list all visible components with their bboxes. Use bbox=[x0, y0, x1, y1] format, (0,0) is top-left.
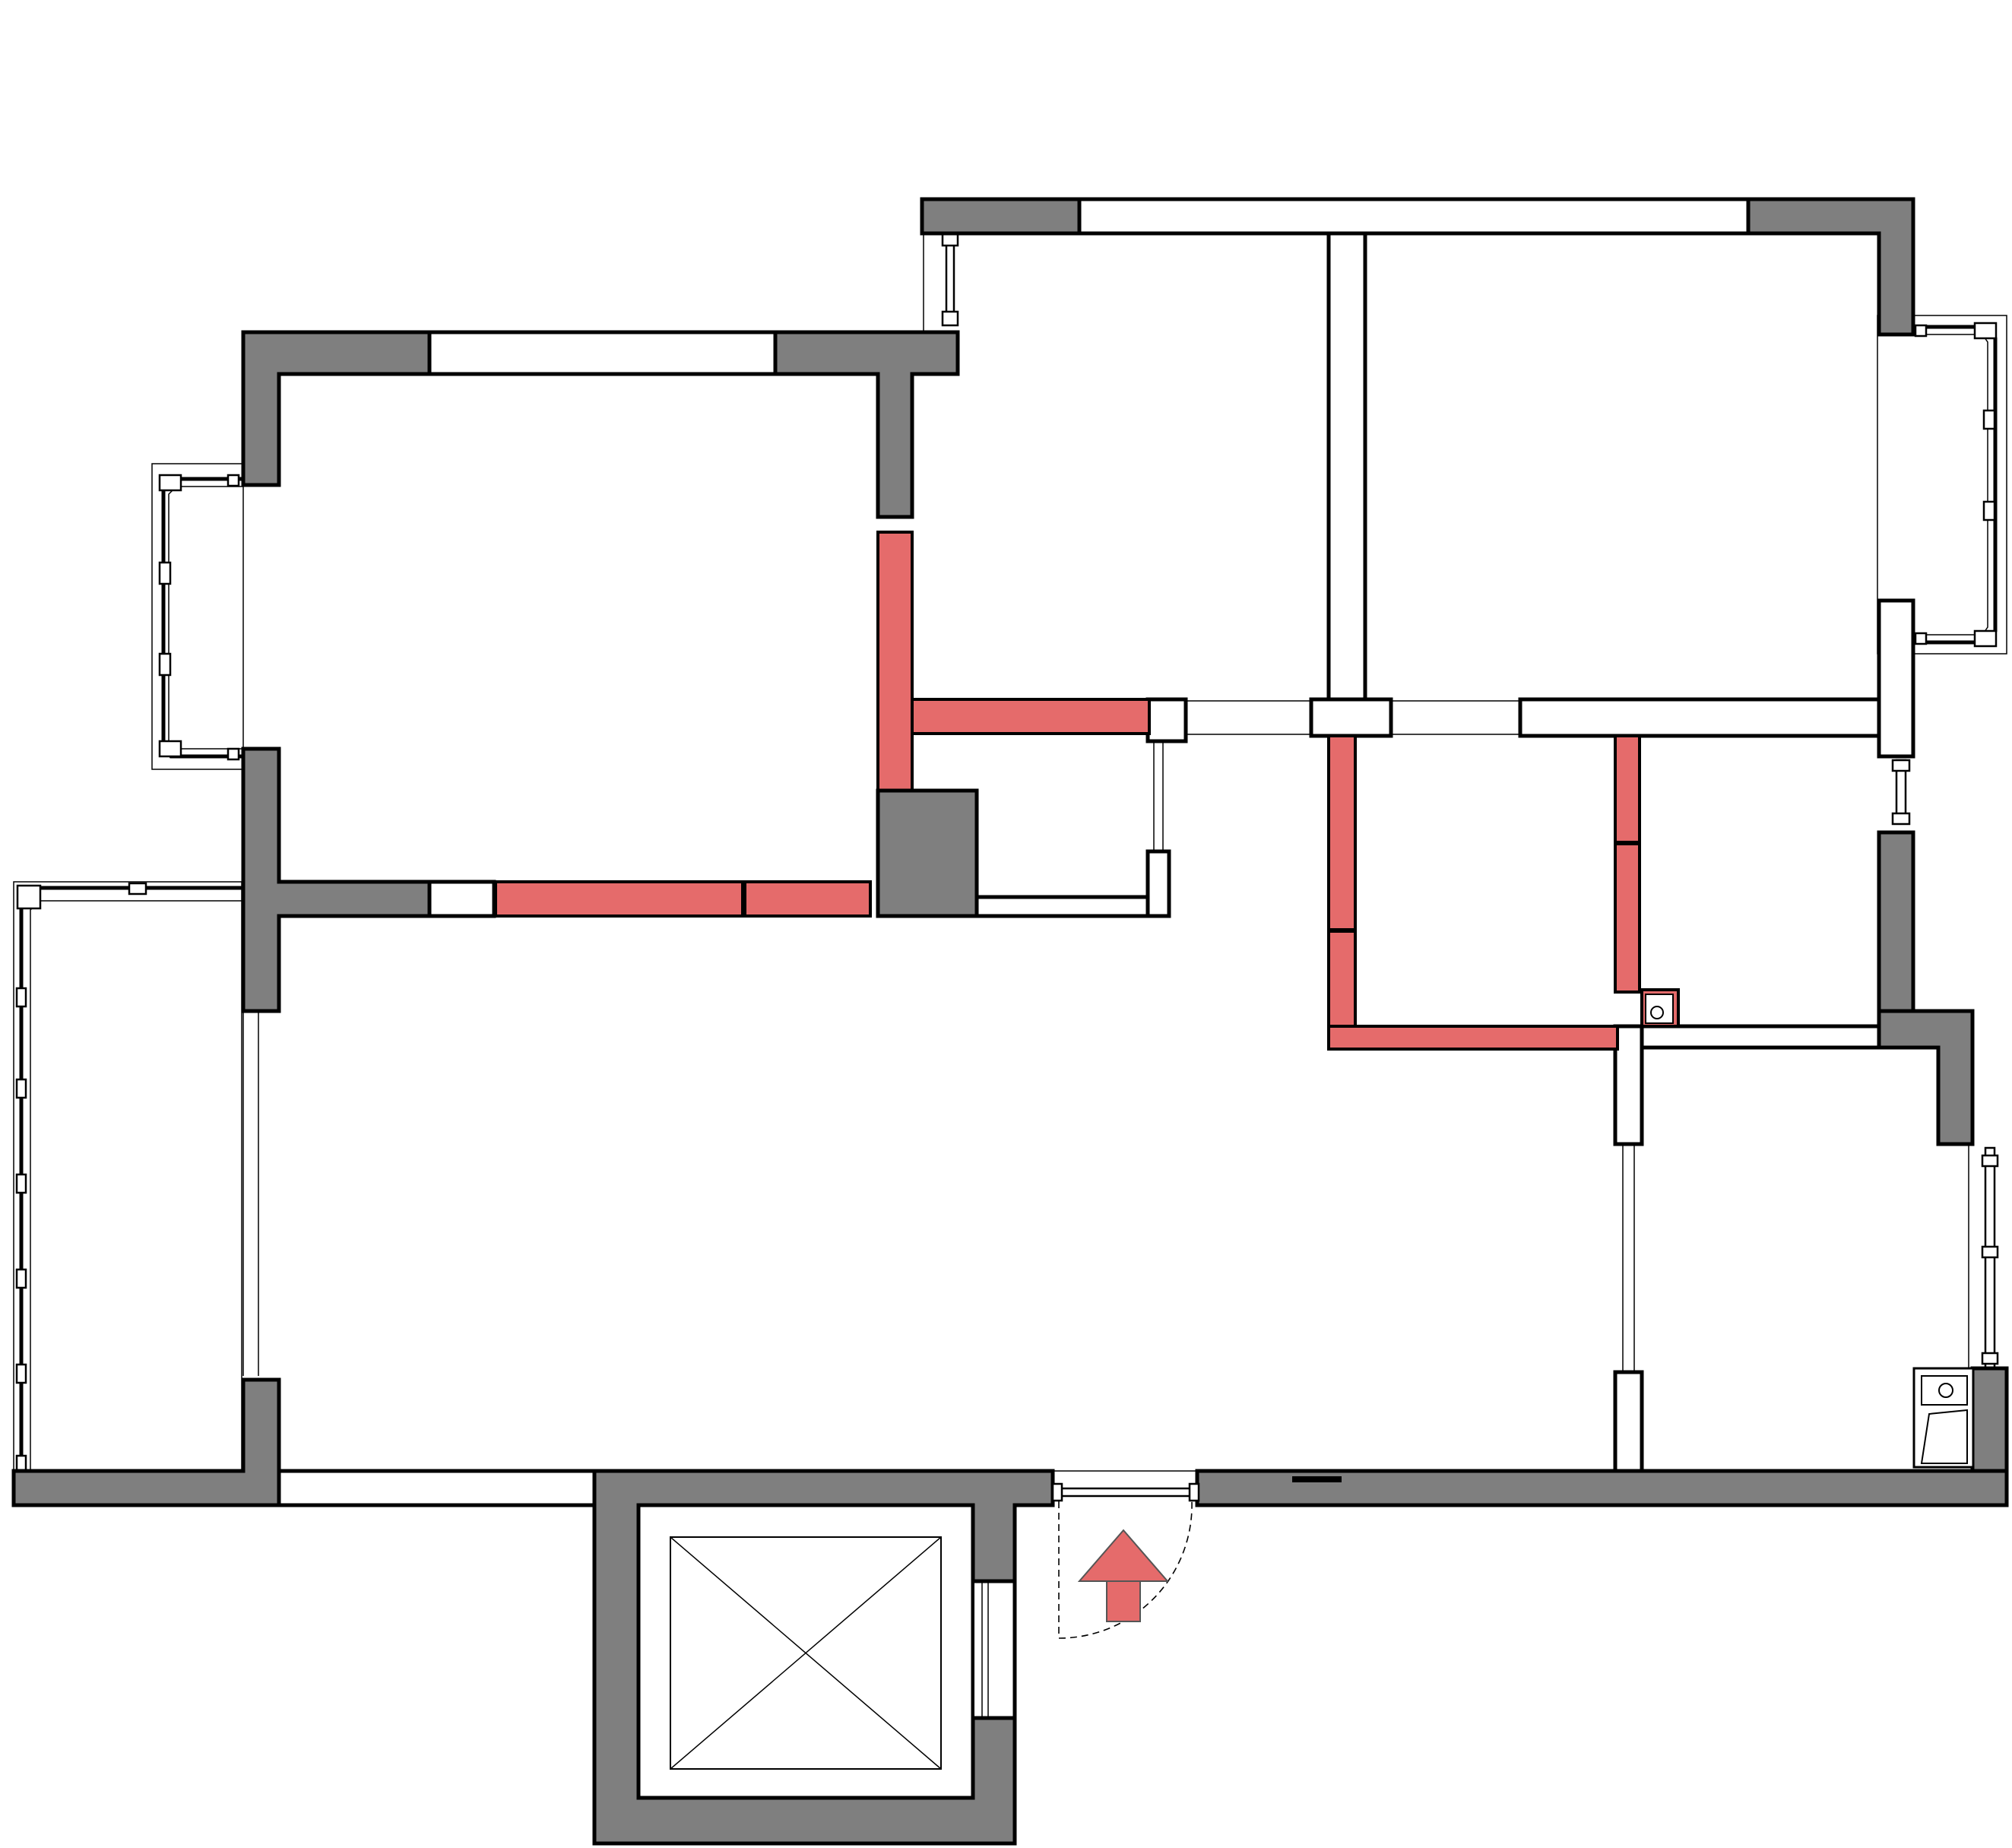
washer-icon bbox=[1912, 1367, 1975, 1469]
bay-window-west bbox=[151, 463, 244, 770]
elevator-shaft-icon bbox=[670, 1536, 942, 1770]
highlighted-walls bbox=[494, 531, 1680, 1051]
entrance-arrow-icon bbox=[1077, 1529, 1170, 1622]
bay-window-east bbox=[1877, 315, 2007, 655]
drain-icon bbox=[1650, 1006, 1664, 1019]
partition-walls bbox=[277, 197, 1915, 1507]
balcony-west bbox=[13, 881, 259, 1476]
window-top-middle-west bbox=[923, 230, 959, 331]
entrance-door bbox=[1051, 1470, 1342, 1639]
window-lines bbox=[1052, 700, 1999, 1486]
door-swing-icon bbox=[1058, 1501, 1193, 1639]
threshold bbox=[1292, 1476, 1342, 1482]
elevator-side-window bbox=[973, 1579, 1017, 1720]
